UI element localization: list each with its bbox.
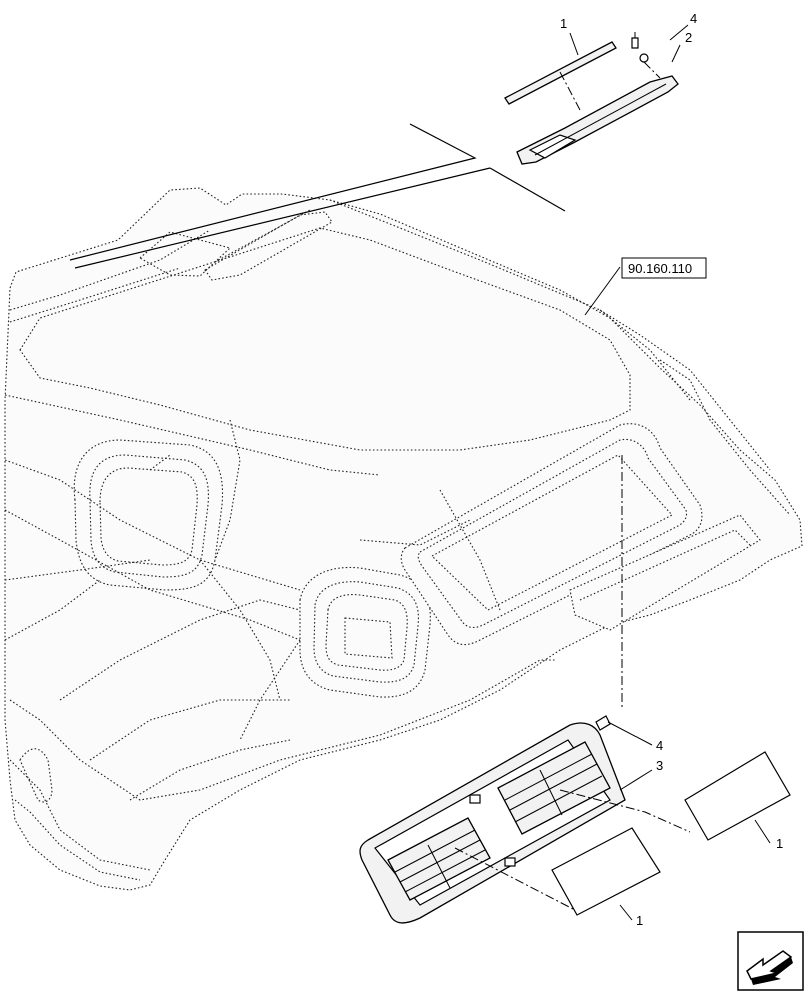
callout-top-2: 2 xyxy=(685,30,692,45)
callout-right-1: 1 xyxy=(776,836,783,851)
cab-roof-headliner xyxy=(4,187,803,891)
callout-bot-3: 3 xyxy=(656,758,663,773)
filter-pad-right xyxy=(684,751,791,841)
fitting-part-top xyxy=(631,32,649,63)
callout-top-4: 4 xyxy=(690,11,697,26)
air-vent-panel-assembly xyxy=(359,715,626,924)
reference-code-box: 90.160.110 xyxy=(621,257,707,279)
reference-code-label: 90.160.110 xyxy=(628,261,692,276)
filter-pad-bottom xyxy=(551,827,661,916)
roof-vent-cover-part xyxy=(516,75,679,165)
callout-top-1: 1 xyxy=(560,16,567,31)
callout-bottom-1: 1 xyxy=(636,913,643,928)
callout-bot-4: 4 xyxy=(656,738,663,753)
arrow-next-page-icon[interactable] xyxy=(737,931,804,991)
